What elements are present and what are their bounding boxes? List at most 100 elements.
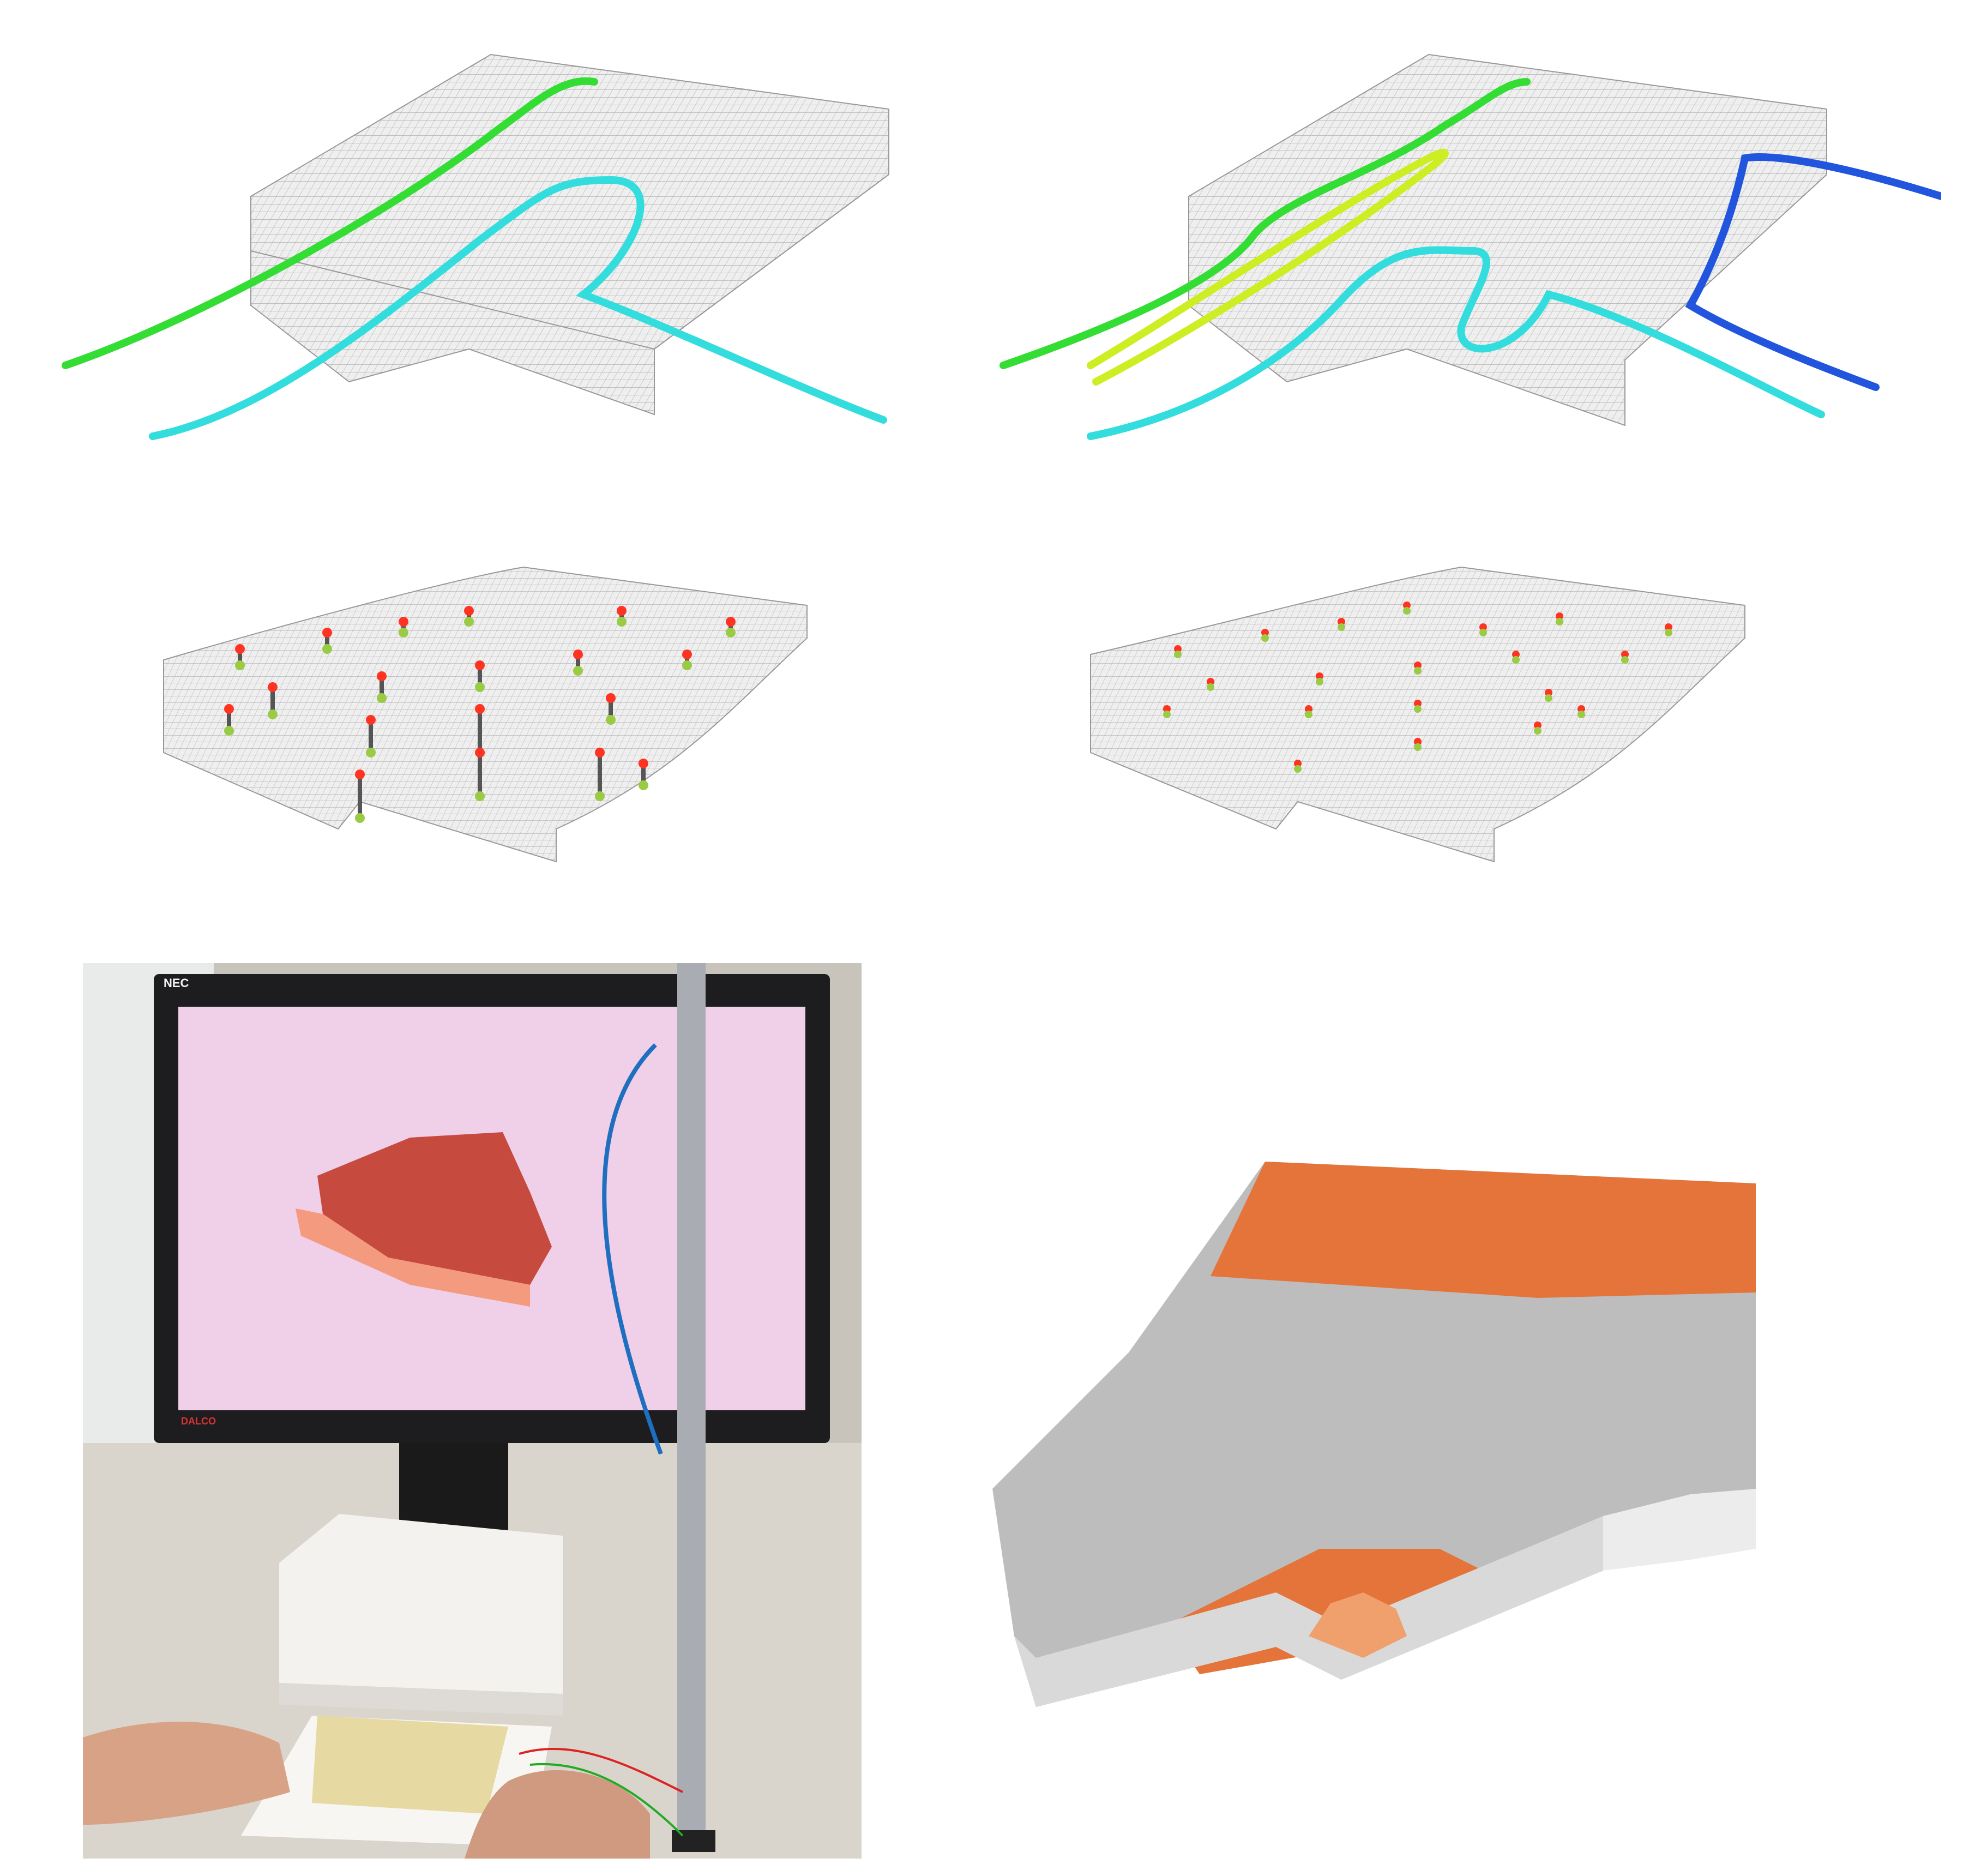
- pin-red-marker: [322, 628, 332, 638]
- rendered-block-illustration: [992, 1162, 1756, 1707]
- pin-red-marker: [595, 748, 605, 757]
- pin-green-marker: [1534, 727, 1542, 735]
- pin-red-marker: [399, 617, 408, 627]
- pin-red-marker: [464, 606, 474, 616]
- mesh-four-tubes-panel: [982, 44, 1941, 458]
- pin-red-marker: [1261, 629, 1269, 636]
- pin-red-marker: [617, 606, 627, 616]
- pin-green-marker: [224, 726, 234, 736]
- cyan-tube: [1087, 246, 1825, 440]
- pin-red-marker: [1305, 705, 1312, 713]
- pin-red-marker: [224, 704, 234, 714]
- pin-green-marker: [682, 660, 692, 670]
- left-hand: [83, 1722, 290, 1825]
- mesh-pins-small-panel: [1069, 545, 1799, 883]
- pin-red-marker: [1338, 618, 1345, 626]
- pin-green-marker: [268, 709, 278, 719]
- pin-green-marker: [726, 628, 736, 638]
- pin-red-marker: [1512, 651, 1520, 658]
- pin-red-marker: [1414, 738, 1422, 745]
- pin-green-marker: [1163, 711, 1171, 718]
- green-tube: [62, 77, 598, 369]
- pin-green-marker: [639, 780, 648, 790]
- mesh-pins-deformed-panel: [131, 545, 862, 883]
- pin-green-marker: [1556, 618, 1563, 626]
- pin-green-marker: [322, 644, 332, 654]
- pin-red-marker: [726, 617, 736, 627]
- pin-green-marker: [1207, 683, 1214, 691]
- pin-green-marker: [573, 666, 583, 676]
- pin-red-marker: [1479, 623, 1487, 631]
- orange-inclusion: [1309, 1592, 1407, 1658]
- mesh-block: [1188, 53, 1827, 426]
- pin-red-marker: [1414, 662, 1422, 669]
- setup-photo-illustration: [83, 963, 862, 1859]
- pin-red-marker: [682, 650, 692, 659]
- pin-green-marker: [475, 682, 485, 692]
- pin-green-marker: [1621, 656, 1629, 664]
- pin-green-marker: [1479, 629, 1487, 636]
- yellow-tube: [1087, 148, 1449, 386]
- white-box: [279, 1514, 563, 1694]
- mesh-block: [250, 53, 889, 416]
- pin-green-marker: [1414, 743, 1422, 751]
- pin-red-marker: [1174, 645, 1182, 653]
- pin-green-marker: [606, 715, 616, 725]
- right-hand: [465, 1770, 650, 1859]
- green-tube: [999, 78, 1531, 369]
- pin-green-marker: [1403, 607, 1411, 615]
- pin-red-marker: [377, 671, 387, 681]
- pin-green-marker: [595, 791, 605, 801]
- pin-red-marker: [1534, 721, 1542, 729]
- pin-green-marker: [1338, 623, 1345, 631]
- pin-red-marker: [355, 769, 365, 779]
- pin-green-marker: [377, 693, 387, 703]
- block-front-face: [1014, 1516, 1603, 1707]
- pins-group: [1163, 602, 1672, 773]
- pin-red-marker: [1621, 651, 1629, 658]
- blue-tube: [1685, 153, 1941, 391]
- pin-red-marker: [606, 693, 616, 703]
- monitor-brand-bottom: DALCO: [181, 1416, 216, 1427]
- rail-foot: [672, 1830, 715, 1852]
- pin-green-marker: [1294, 765, 1302, 773]
- pin-red-marker: [366, 715, 376, 725]
- pin-green-marker: [1577, 711, 1585, 718]
- photo-setup-panel: NEC DALCO: [83, 963, 862, 1859]
- block-right-face: [1603, 1489, 1756, 1571]
- pin-green-marker: [399, 628, 408, 638]
- cyan-tube: [149, 176, 887, 440]
- pin-green-marker: [1545, 694, 1552, 702]
- pin-red-marker: [475, 660, 485, 670]
- mesh-block-illustration: [62, 53, 889, 440]
- pin-green-marker: [1414, 705, 1422, 713]
- pin-red-marker: [1556, 612, 1563, 620]
- pin-red-marker: [1577, 705, 1585, 713]
- pin-green-marker: [617, 617, 627, 627]
- pin-red-marker: [1665, 623, 1672, 631]
- pin-green-marker: [1414, 667, 1422, 675]
- pin-green-marker: [475, 791, 485, 801]
- pin-red-marker: [1414, 700, 1422, 707]
- pin-red-marker: [573, 650, 583, 659]
- mesh-block: [163, 566, 808, 863]
- mesh-block-illustration: [1090, 566, 1745, 863]
- pin-green-marker: [1665, 629, 1672, 636]
- pin-red-marker: [268, 682, 278, 692]
- pin-red-marker: [1316, 672, 1323, 680]
- screen-shape-top: [317, 1132, 552, 1285]
- screen-shape-side: [296, 1208, 530, 1307]
- pin-red-marker: [1163, 705, 1171, 713]
- pin-green-marker: [235, 660, 245, 670]
- monitor-brand-top: NEC: [164, 976, 189, 990]
- pin-green-marker: [1261, 634, 1269, 642]
- rendered-block-panel: [992, 1134, 1778, 1723]
- pin-green-marker: [464, 617, 474, 627]
- orange-layer-top: [1211, 1162, 1756, 1298]
- pin-green-marker: [1316, 678, 1323, 686]
- mesh-block: [1090, 566, 1745, 863]
- sensor-board: [312, 1716, 508, 1814]
- mesh-two-tubes-panel: [44, 44, 938, 458]
- pin-green-marker: [1512, 656, 1520, 664]
- pin-red-marker: [475, 704, 485, 714]
